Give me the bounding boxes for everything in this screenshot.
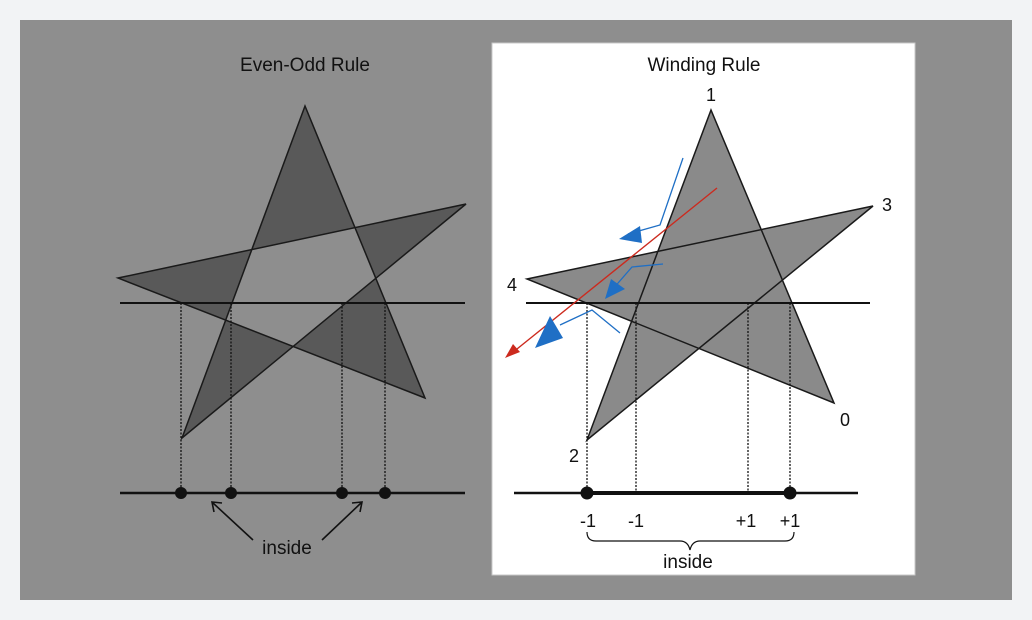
even-odd-title: Even-Odd Rule [240, 55, 370, 76]
blue-direction-arrows [535, 157, 684, 348]
winding-inside-brace [586, 531, 795, 551]
vertex-label-1: 1 [706, 85, 716, 105]
winding-value-2: -1 [628, 511, 644, 531]
winding-endpoint-dots [580, 486, 797, 500]
vertex-label-4: 4 [507, 275, 517, 295]
winding-value-3: +1 [736, 511, 757, 531]
even-odd-crossing-dots [175, 487, 391, 499]
winding-title: Winding Rule [648, 55, 761, 76]
winding-star-shape [524, 107, 874, 443]
winding-value-4: +1 [780, 511, 801, 531]
winding-inside-label: inside [663, 552, 713, 573]
vertex-label-2: 2 [569, 446, 579, 466]
winding-value-1: -1 [580, 511, 596, 531]
vertex-label-3: 3 [882, 195, 892, 215]
even-odd-projection-lines [180, 303, 386, 493]
vertex-label-0: 0 [840, 410, 850, 430]
winding-panel: Winding Rule 1 3 4 0 2 -1 -1 +1 +1 [491, 42, 916, 576]
even-odd-inside-pointers [211, 501, 363, 541]
even-odd-inside-label: inside [262, 538, 312, 559]
even-odd-panel: Even-Odd Rule inside [115, 55, 467, 559]
winding-projection-lines [586, 303, 791, 493]
even-odd-star-shape [115, 103, 467, 441]
